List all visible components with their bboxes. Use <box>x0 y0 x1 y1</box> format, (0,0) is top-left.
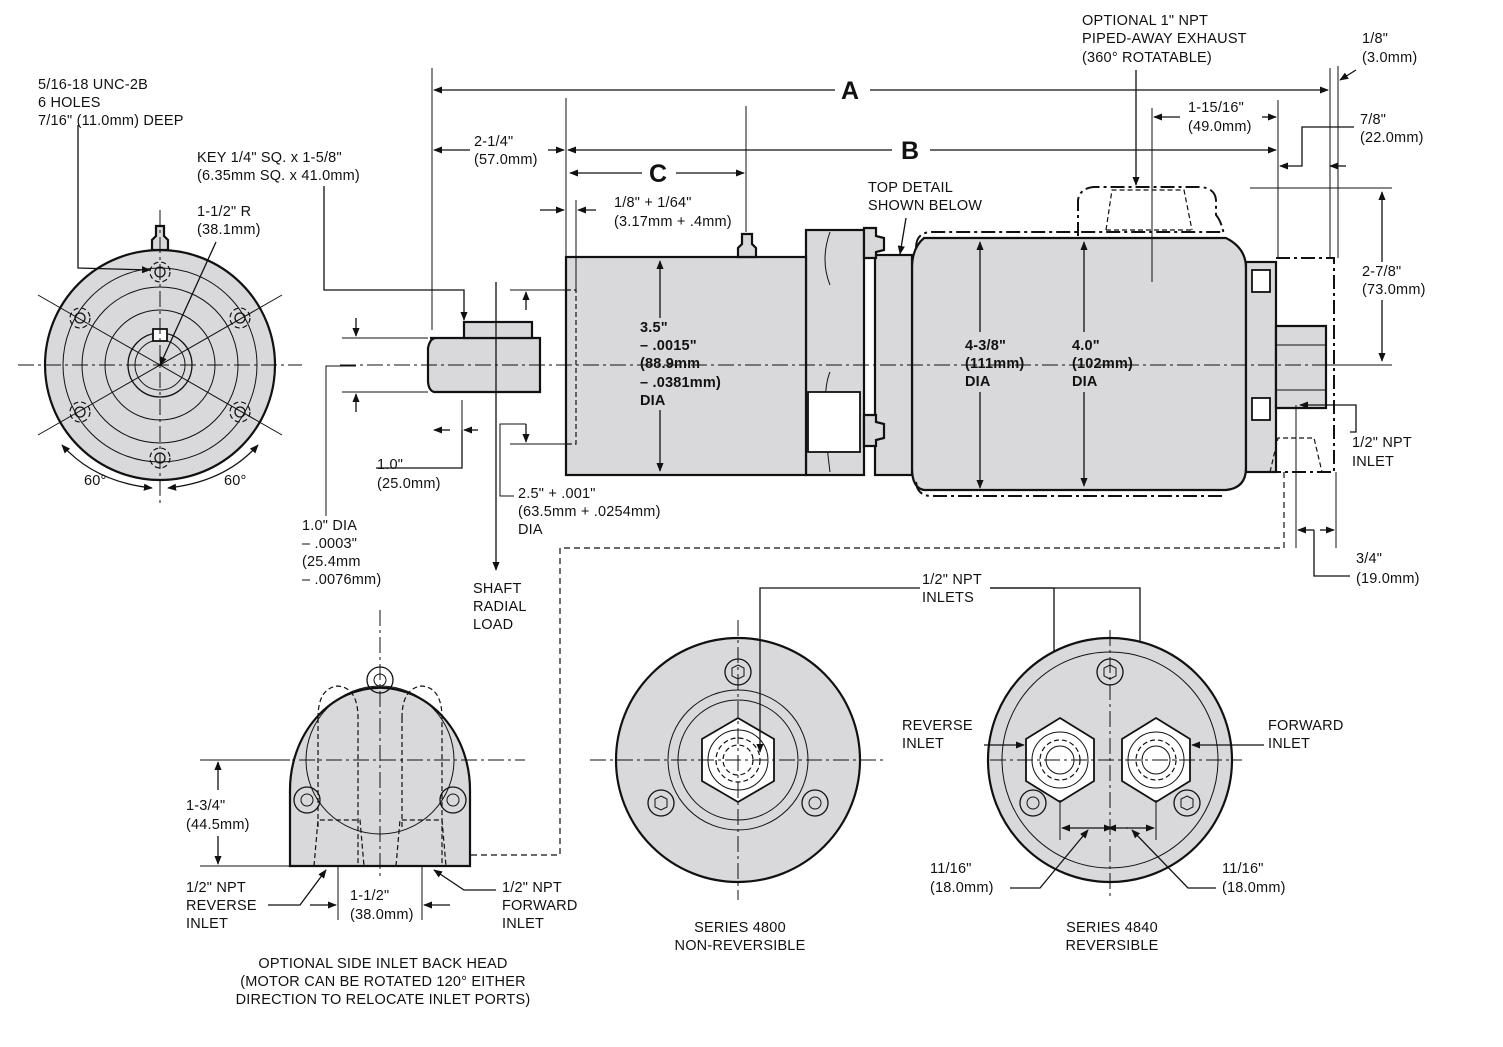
side-caption-2: (MOTOR CAN BE ROTATED 120° EITHER <box>240 974 526 990</box>
holes-note-2: 6 HOLES <box>38 95 101 111</box>
front-end-view <box>18 125 302 505</box>
dim-34-mm: (19.0mm) <box>1356 571 1420 587</box>
dia-35-tol: – .0015" <box>640 338 697 354</box>
reverse-inlet-note: REVERSE <box>902 718 973 734</box>
dia-40-mm: (102mm) <box>1072 356 1133 372</box>
dim-1116-right: 11/16" <box>1222 861 1264 877</box>
series-4840-end-view <box>986 630 1242 900</box>
key-note-2: (6.35mm SQ. x 41.0mm) <box>197 168 360 184</box>
radius-note-2: (38.1mm) <box>197 222 261 238</box>
dim-112: 1-1/2" <box>350 888 389 904</box>
side-caption: OPTIONAL SIDE INLET BACK HEAD <box>258 956 507 972</box>
series-4800-title: SERIES 4800 <box>694 920 786 936</box>
dia-40-dia: DIA <box>1072 374 1098 390</box>
forward-inlet-note: FORWARD <box>1268 718 1344 734</box>
side-forward-inlet: 1/2" NPT <box>502 880 562 896</box>
forward-inlet-note-2: INLET <box>1268 736 1310 752</box>
annotations: A B C 5/16-18 UNC-2B 6 HOLES 7/16" (11.0… <box>38 13 1426 1008</box>
side-reverse-inlet-3: INLET <box>186 916 228 932</box>
dim-112-mm: (38.0mm) <box>350 907 414 923</box>
side-caption-3: DIRECTION TO RELOCATE INLET PORTS) <box>236 992 531 1008</box>
dia-438-dia: DIA <box>965 374 991 390</box>
series-4840-title: SERIES 4840 <box>1066 920 1158 936</box>
dim-78-mm: (22.0mm) <box>1360 130 1424 146</box>
reverse-inlet-note-2: INLET <box>902 736 944 752</box>
dim-10-length-mm: (25.0mm) <box>377 476 441 492</box>
side-forward-inlet-2: FORWARD <box>502 898 578 914</box>
inlets-leader <box>756 587 920 753</box>
dia-25-mm: (63.5mm + .0254mm) <box>518 504 661 520</box>
dim-c-label: C <box>649 160 667 188</box>
dia-438: 4-3/8" <box>965 338 1006 354</box>
dim-78: 7/8" <box>1360 112 1386 128</box>
dim-18-right: 1/8" <box>1362 31 1388 47</box>
angle-right: 60° <box>224 473 247 489</box>
exhaust-note-3: (360° ROTATABLE) <box>1082 50 1212 66</box>
series-4800-end-view <box>590 620 885 900</box>
dim-18-right-mm: (3.0mm) <box>1362 50 1417 66</box>
dim-1-15-16-mm: (49.0mm) <box>1188 119 1252 135</box>
npt-inlet-note: 1/2" NPT <box>1352 435 1412 451</box>
dim-b-label: B <box>901 137 919 165</box>
dim-18-164: 1/8" + 1/64" <box>614 195 692 211</box>
dia-10-tol: – .0003" <box>302 536 357 552</box>
exhaust-note: OPTIONAL 1" NPT <box>1082 13 1208 29</box>
holes-note: 5/16-18 UNC-2B <box>38 77 148 93</box>
dia-35: 3.5" <box>640 320 668 336</box>
radius-note: 1-1/2" R <box>197 204 251 220</box>
dim-214-mm: (57.0mm) <box>474 152 538 168</box>
dia-10-mm-tol: – .0076mm) <box>302 572 381 588</box>
key-note: KEY 1/4" SQ. x 1-5/8" <box>197 150 342 166</box>
dia-10-mm: (25.4mm <box>302 554 361 570</box>
inlets-note: 1/2" NPT <box>922 572 982 588</box>
dia-35-mm-tol: – .0381mm) <box>640 375 721 391</box>
top-detail-note: TOP DETAIL <box>868 180 953 196</box>
npt-inlet-note-2: INLET <box>1352 454 1394 470</box>
series-4840-subtitle: REVERSIBLE <box>1065 938 1158 954</box>
side-reverse-inlet: 1/2" NPT <box>186 880 246 896</box>
exhaust-note-2: PIPED-AWAY EXHAUST <box>1082 31 1247 47</box>
dim-134: 1-3/4" <box>186 798 225 814</box>
dim-a-label: A <box>841 77 859 105</box>
dia-35-mm: (88.9mm <box>640 356 700 372</box>
dim-278: 2-7/8" <box>1362 264 1401 280</box>
dim-1116-left-mm: (18.0mm) <box>930 880 994 896</box>
dia-438-mm: (111mm) <box>965 356 1024 372</box>
dim-1116-right-mm: (18.0mm) <box>1222 880 1286 896</box>
dia-35-dia: DIA <box>640 393 666 409</box>
side-reverse-inlet-2: REVERSE <box>186 898 257 914</box>
dim-214: 2-1/4" <box>474 134 513 150</box>
angle-left: 60° <box>84 473 107 489</box>
top-detail-connector <box>468 472 1285 856</box>
dim-1116-left: 11/16" <box>930 861 972 877</box>
top-detail-note-2: SHOWN BELOW <box>868 198 982 214</box>
dim-10-length: 1.0" <box>377 457 403 473</box>
inlets-note-2: INLETS <box>922 590 974 606</box>
dim-18-164-mm: (3.17mm + .4mm) <box>614 214 732 230</box>
dim-1-15-16: 1-15/16" <box>1188 100 1244 116</box>
side-view <box>323 66 1392 577</box>
dia-25: 2.5" + .001" <box>518 486 596 502</box>
dim-34: 3/4" <box>1356 551 1382 567</box>
dia-10: 1.0" DIA <box>302 518 357 534</box>
shaft-load-note: SHAFT <box>473 581 522 597</box>
dia-25-dia: DIA <box>518 522 543 538</box>
d1116-right-leader <box>1131 829 1216 889</box>
dim-134-mm: (44.5mm) <box>186 817 250 833</box>
shaft-load-note-3: LOAD <box>473 617 513 633</box>
dim-278-mm: (73.0mm) <box>1362 282 1426 298</box>
holes-note-3: 7/16" (11.0mm) DEEP <box>38 113 184 129</box>
side-forward-inlet-3: INLET <box>502 916 544 932</box>
d1116-left-leader <box>1010 829 1089 889</box>
shaft-load-note-2: RADIAL <box>473 599 527 615</box>
side-inlet-back-head-view <box>200 610 525 920</box>
series-4800-subtitle: NON-REVERSIBLE <box>675 938 806 954</box>
dia-40: 4.0" <box>1072 338 1100 354</box>
